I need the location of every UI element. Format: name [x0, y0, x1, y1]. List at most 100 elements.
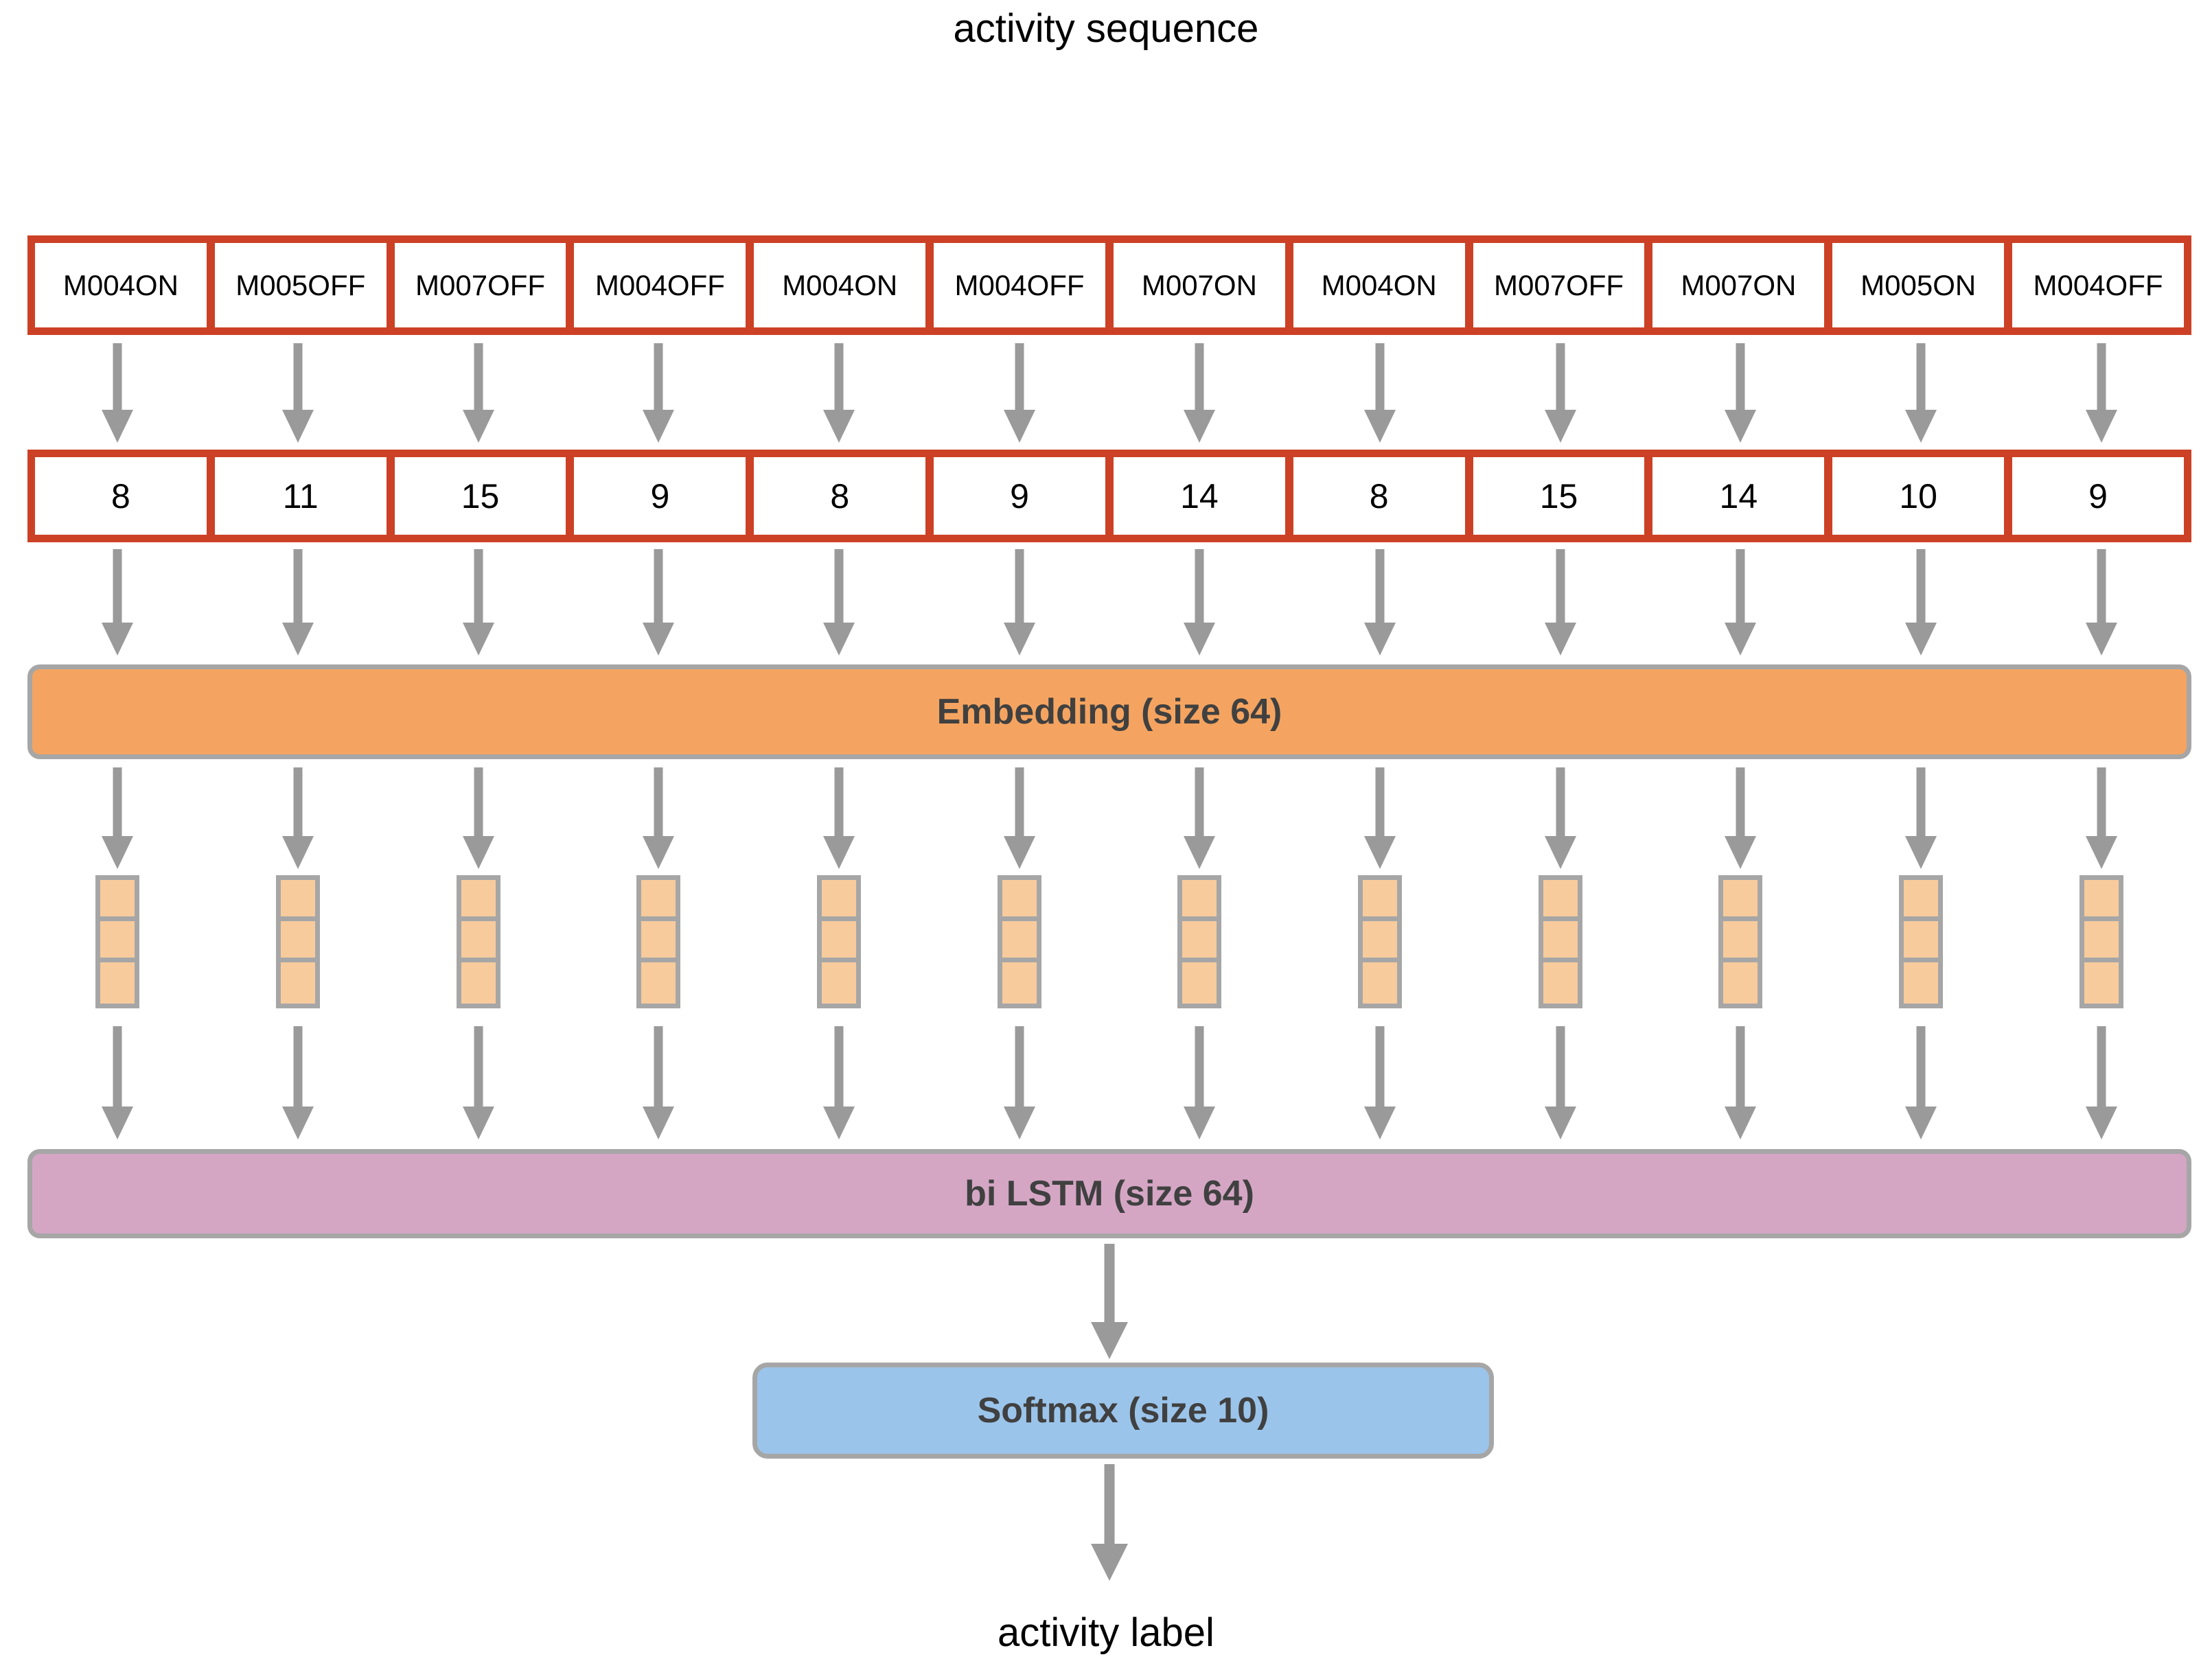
arrow-head [643, 836, 675, 869]
softmax-layer: Softmax (size 10) [752, 1363, 1494, 1459]
arrow-shaft [1916, 1026, 1926, 1108]
arrow-head [462, 1107, 494, 1139]
embedding-vector-stack [1538, 875, 1582, 1008]
arrow-head [282, 1107, 314, 1139]
arrow-shaft [1104, 1244, 1115, 1323]
arrow-shaft [1195, 767, 1204, 837]
embedding-vector-stack [1718, 875, 1763, 1008]
arrow-id-to-embedding [2085, 549, 2117, 656]
activity-token-cell: M007ON [1109, 243, 1289, 327]
arrow-shaft [113, 549, 122, 624]
arrow-embedding-to-vector [643, 767, 675, 869]
arrow-token-to-id [1003, 343, 1035, 443]
arrow-shaft [474, 1026, 483, 1108]
arrow-embedding-to-vector [1905, 767, 1937, 869]
embedding-vector-cell [2084, 962, 2119, 1004]
arrow-token-to-id [643, 343, 675, 443]
arrow-vector-to-bilstm [1725, 1026, 1757, 1139]
arrow-head [823, 410, 855, 443]
embedding-vector-cell [1723, 880, 1758, 921]
embedding-vector-stack [2079, 875, 2123, 1008]
embedding-vector-cell [1002, 962, 1037, 1004]
arrow-shaft [1736, 343, 1745, 411]
arrow-head [102, 1107, 134, 1139]
arrow-shaft [293, 1026, 303, 1108]
arrow-head [1725, 623, 1757, 656]
arrow-id-to-embedding [1364, 549, 1396, 656]
embedding-vector-cell [461, 962, 496, 1004]
arrow-vector-to-bilstm [2085, 1026, 2117, 1139]
arrow-vector-to-bilstm [1544, 1026, 1576, 1139]
activity-token-cell: M005OFF [210, 243, 391, 327]
activity-token-cell: M007OFF [1468, 243, 1649, 327]
arrow-token-to-id [1544, 343, 1576, 443]
arrow-head [1364, 836, 1396, 869]
arrow-shaft [834, 1026, 844, 1108]
arrow-head [1003, 1107, 1035, 1139]
arrow-embedding-to-vector [1725, 767, 1757, 869]
arrow-head [1364, 623, 1396, 656]
arrow-head [1544, 410, 1576, 443]
arrow-head [1905, 836, 1937, 869]
embedding-vector-cell [1543, 921, 1578, 962]
embedding-vector-stack [1177, 875, 1222, 1008]
arrow-shaft [474, 343, 483, 411]
token-id-cell: 9 [2008, 457, 2184, 535]
embedding-vector-stack [997, 875, 1041, 1008]
arrow-embedding-to-vector [282, 767, 314, 869]
token-id-cell: 10 [1828, 457, 2009, 535]
arrow-shaft [654, 549, 663, 624]
arrow-head [1544, 836, 1576, 869]
arrow-shaft [1375, 549, 1385, 624]
arrow-head [1184, 410, 1216, 443]
activity-token-cell: M007ON [1648, 243, 1829, 327]
arrow-embedding-to-vector [1544, 767, 1576, 869]
embedding-vector-cell [1904, 962, 1938, 1004]
arrow-embedding-to-vector [1003, 767, 1035, 869]
embedding-vector-cell [461, 880, 496, 921]
arrow-shaft [1015, 343, 1024, 411]
arrow-vector-to-bilstm [1184, 1026, 1216, 1139]
activity-token-cell: M004OFF [930, 243, 1109, 327]
arrow-shaft [293, 343, 303, 411]
arrow-shaft [293, 549, 303, 624]
arrow-head [823, 623, 855, 656]
arrow-shaft [1195, 1026, 1204, 1108]
embedding-vector-cell [1182, 921, 1217, 962]
arrow-head [1905, 623, 1937, 656]
arrow-shaft [1375, 1026, 1385, 1108]
arrow-vector-to-bilstm [102, 1026, 134, 1139]
token-id-cell: 9 [570, 457, 750, 535]
token-id-cell: 14 [1109, 457, 1289, 535]
arrow-token-to-id [1184, 343, 1216, 443]
arrow-head [1184, 623, 1216, 656]
arrow-embedding-to-vector [2085, 767, 2117, 869]
arrow-shaft [2097, 1026, 2106, 1108]
arrow-head [282, 623, 314, 656]
arrow-shaft [1556, 1026, 1565, 1108]
arrow-shaft [2097, 549, 2106, 624]
embedding-vector-cell [822, 880, 856, 921]
arrow-head [1725, 410, 1757, 443]
arrow-shaft [1556, 767, 1565, 837]
arrow-head [1364, 1107, 1396, 1139]
embedding-vector-cell [281, 921, 315, 962]
arrow-shaft [2097, 343, 2106, 411]
arrow-head [282, 410, 314, 443]
arrow-embedding-to-vector [823, 767, 855, 869]
arrow-token-to-id [1364, 343, 1396, 443]
embedding-vector-stack [95, 875, 140, 1008]
embedding-vector-cell [1543, 880, 1578, 921]
arrow-id-to-embedding [462, 549, 494, 656]
arrow-vector-to-bilstm [462, 1026, 494, 1139]
arrow-head [1003, 623, 1035, 656]
arrow-id-to-embedding [1003, 549, 1035, 656]
arrow-head [1725, 836, 1757, 869]
arrow-shaft [1015, 549, 1024, 624]
arrow-shaft [654, 343, 663, 411]
embedding-vector-cell [1543, 962, 1578, 1004]
arrow-shaft [834, 767, 844, 837]
arrow-id-to-embedding [102, 549, 134, 656]
activity-token-cell: M005ON [1828, 243, 2009, 327]
